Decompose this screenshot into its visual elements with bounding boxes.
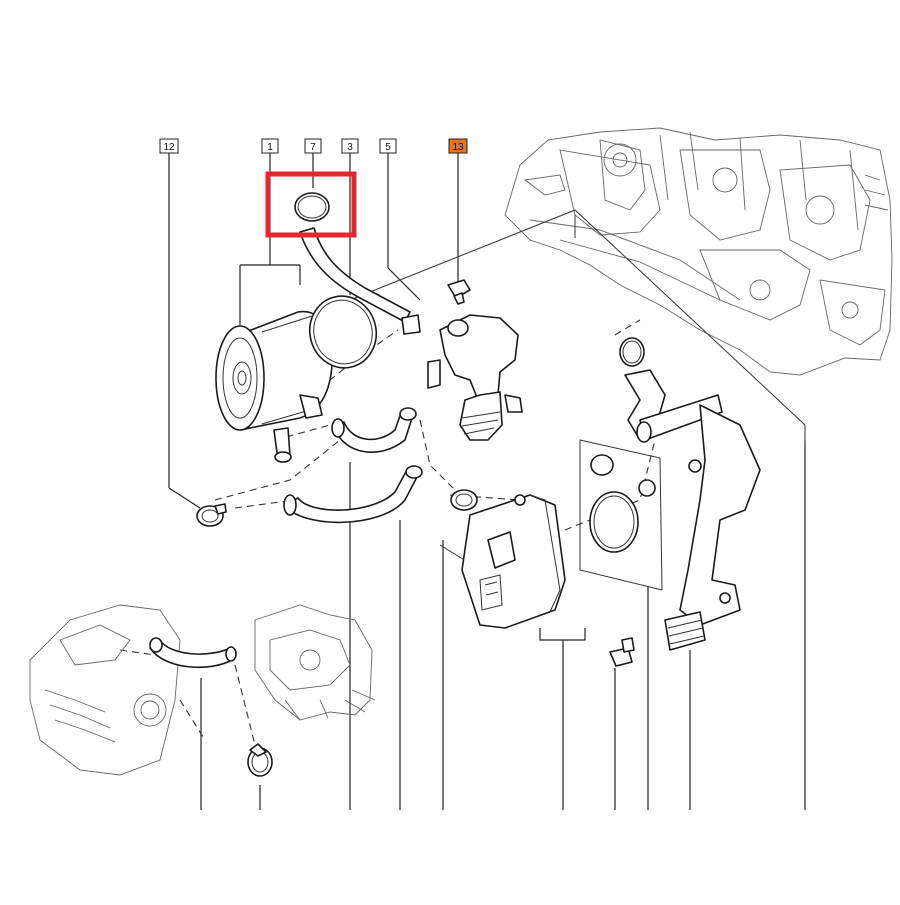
engine-block-outline [504,127,893,376]
lower-engine-subview [29,604,376,776]
svg-text:7: 7 [310,142,316,153]
svg-text:12: 12 [163,142,175,153]
callout-7[interactable]: 7 [304,138,322,154]
svg-text:5: 5 [385,142,391,153]
callout-5[interactable]: 5 [379,138,397,154]
svg-text:3: 3 [347,142,353,153]
oil-cooler [215,310,334,463]
bolt-lower [609,637,635,667]
hose-clamp-2 [450,489,478,511]
hose-upper [331,407,417,453]
lower-clamp [247,743,273,777]
upper-pipe [299,227,411,323]
hose-lower [283,465,423,524]
callout-12[interactable]: 12 [159,138,179,154]
small-o-ring [294,192,330,222]
thermostat-housing [401,314,523,441]
callout-3[interactable]: 3 [341,138,359,154]
large-o-ring [308,295,378,369]
assembly-paths [119,319,656,746]
svg-text:13: 13 [452,142,464,153]
bolt [447,279,471,305]
pipe-bracket-assembly [619,337,761,651]
panel-outlines [349,209,806,601]
callout-1[interactable]: 1 [261,138,279,154]
lower-hose [149,637,237,669]
highlight-frame [265,171,357,238]
svg-text:1: 1 [267,142,273,153]
callout-13[interactable]: 13 [448,138,468,154]
panel-gaskets [589,454,656,553]
hose-clamp [196,503,227,527]
heat-exchanger [461,494,566,629]
